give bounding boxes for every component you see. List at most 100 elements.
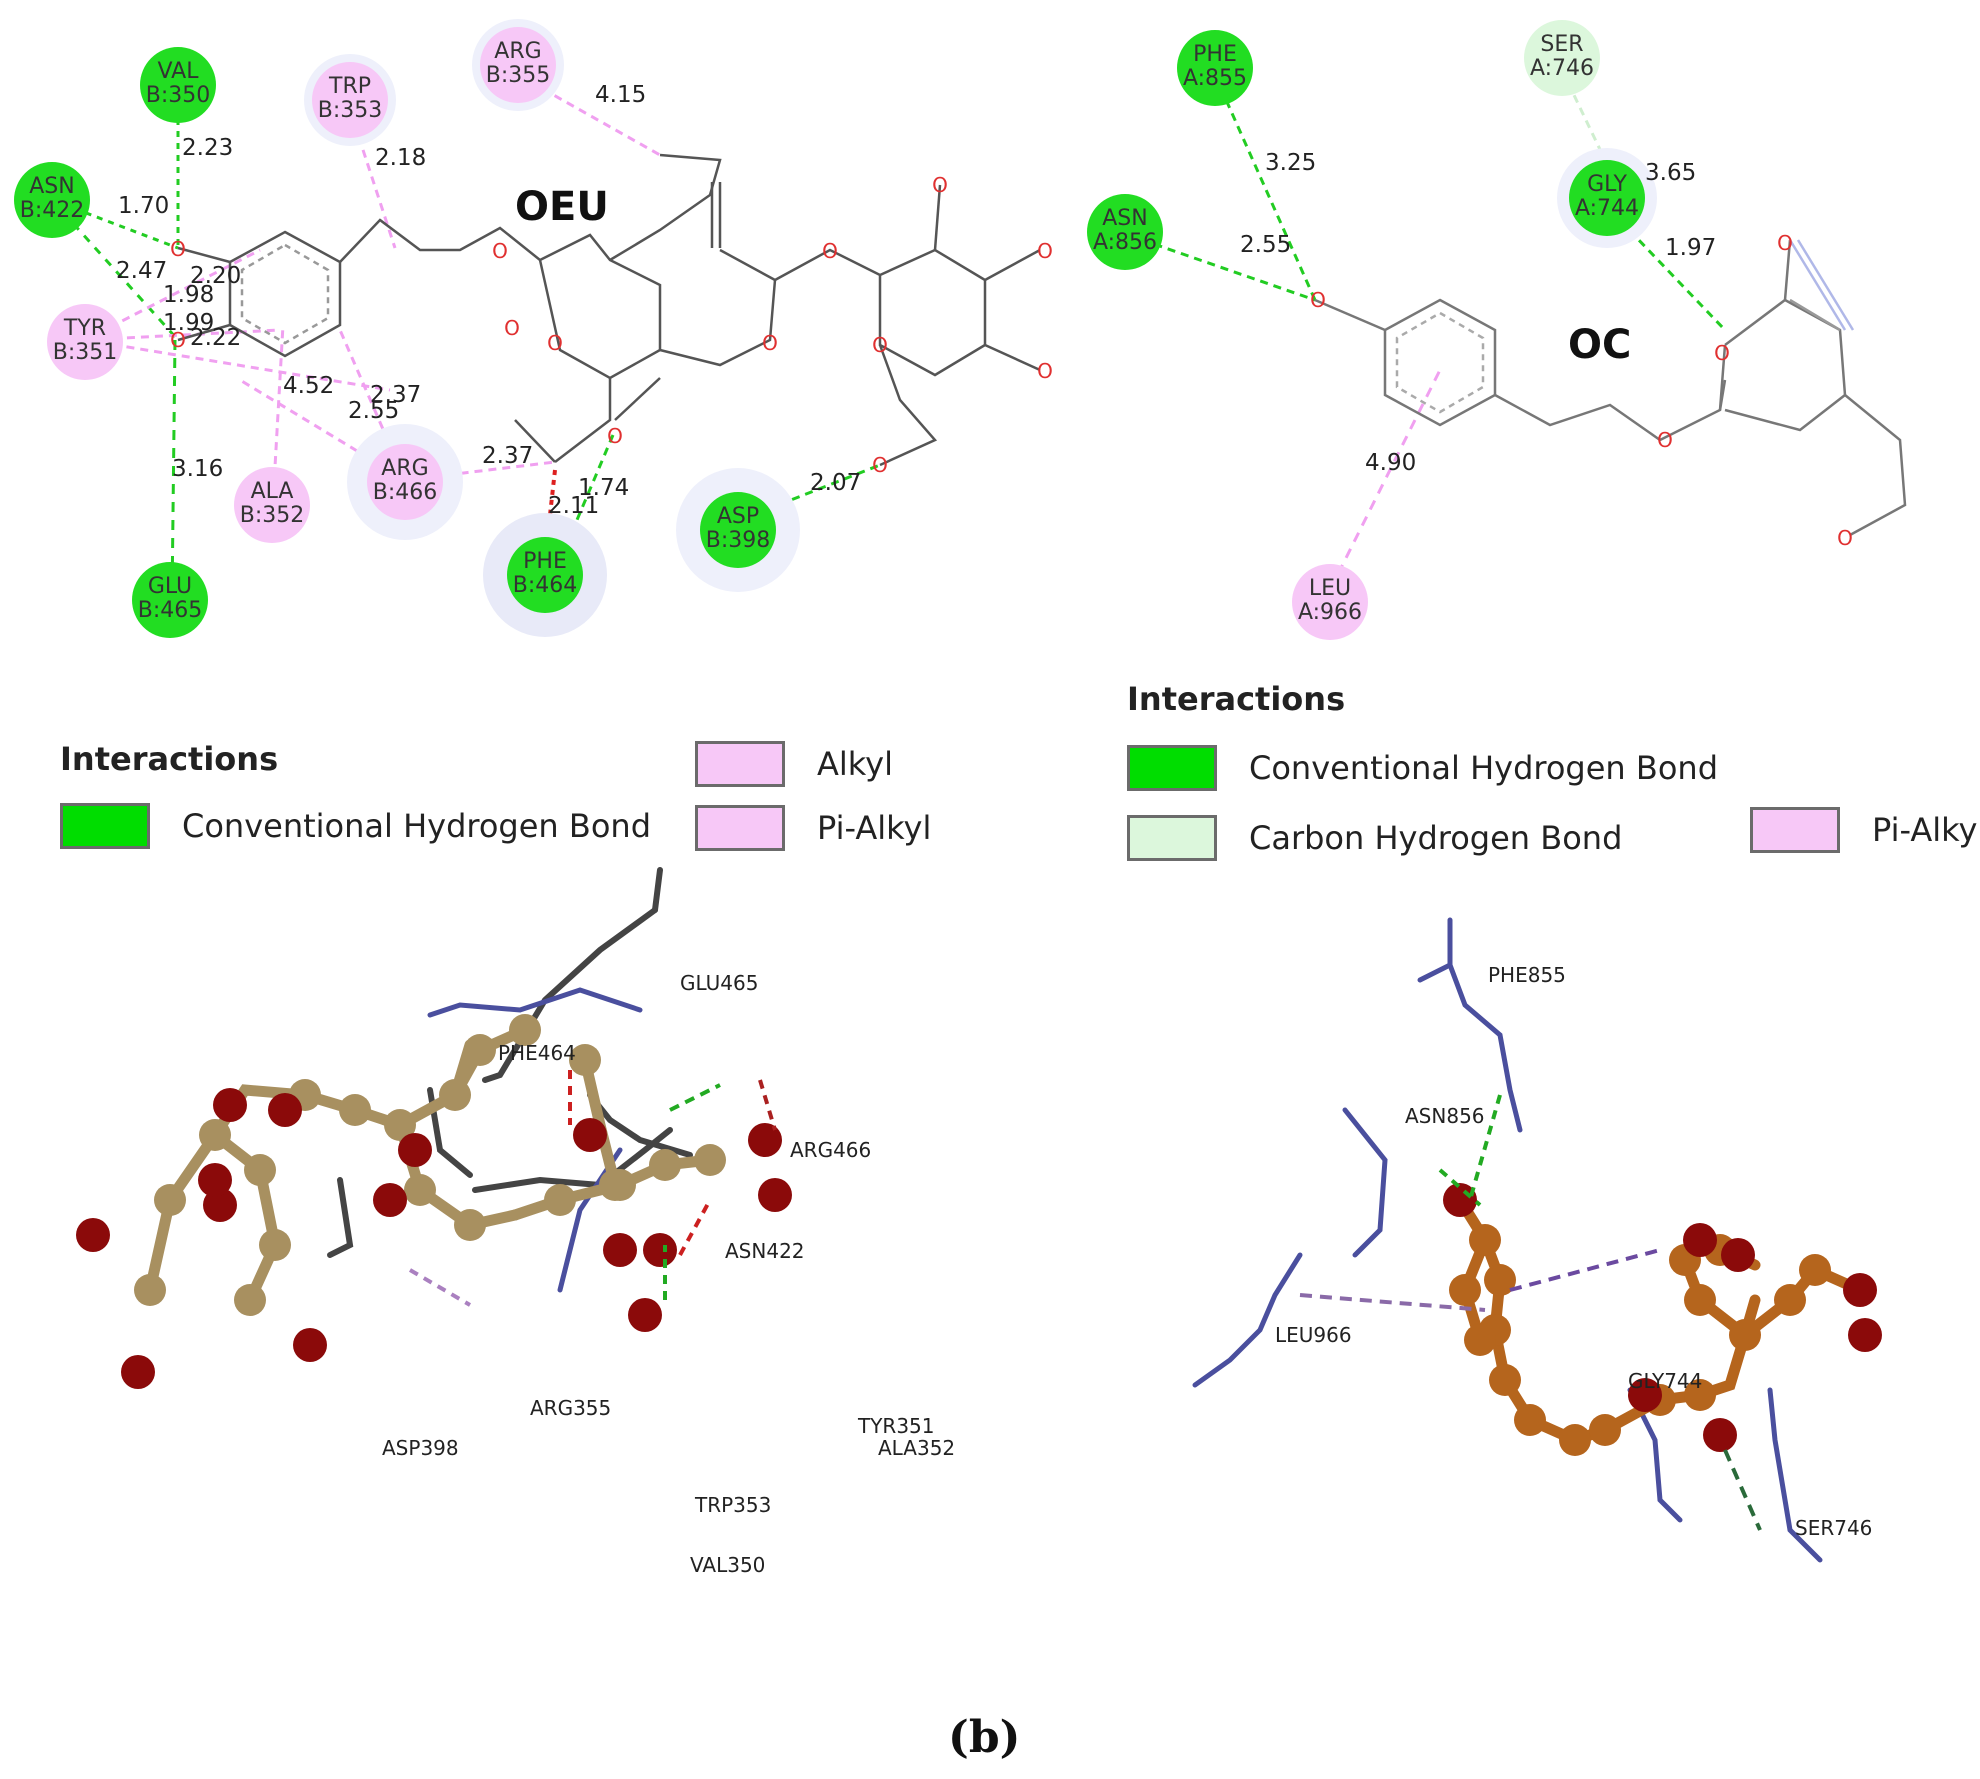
legend-left-item-pi-alkyl: Pi-Alkyl <box>695 805 931 851</box>
oc-interaction-lines <box>1127 69 1727 591</box>
alkyl-trp353 <box>348 109 397 249</box>
oc-3d-labels: PHE855 ASN856 LEU966 GLY744 SER746 <box>1275 963 1872 1540</box>
oeu-2d-diagram: O O O O O O O O O O O O O OEU VAL B:350 <box>14 19 1053 638</box>
residue-name: ARG <box>494 39 541 64</box>
oc-3d-view: PHE855 ASN856 LEU966 GLY744 SER746 <box>1192 917 1882 1563</box>
legend-label: Pi-Alkyl <box>1872 811 1980 849</box>
distance-label: 4.90 <box>1365 450 1416 476</box>
distance-label: 2.20 <box>190 263 241 289</box>
oeu-distance-labels: 2.23 2.18 4.15 1.70 2.47 2.20 1.98 1.99 … <box>116 82 861 519</box>
oxygen-atom: O <box>822 239 838 263</box>
legend-swatch <box>60 803 150 849</box>
residue-3d-label: ALA352 <box>878 1436 955 1460</box>
distance-label: 1.99 <box>163 310 214 336</box>
oxygen-atom: O <box>1037 359 1053 383</box>
residue-asp398: ASP B:398 <box>676 468 800 592</box>
residue-chain: A:855 <box>1183 66 1247 91</box>
ligand-name-oc: OC <box>1568 322 1631 368</box>
residue-name: GLY <box>1587 172 1627 197</box>
oxygen-atom: O <box>170 328 186 352</box>
legend-left-item-conventional: Conventional Hydrogen Bond <box>60 803 651 849</box>
distance-label: 2.55 <box>1240 232 1291 258</box>
residue-chain: A:744 <box>1575 196 1639 221</box>
distance-label: 1.74 <box>578 475 629 501</box>
residue-chain: B:422 <box>20 198 85 223</box>
legend-right-item-pi-alkyl: Pi-Alkyl <box>1750 807 1980 853</box>
residue-3d-label: ASN422 <box>725 1239 805 1263</box>
pialkyl-leu966 <box>1328 369 1442 591</box>
oxygen-atom: O <box>1037 239 1053 263</box>
oxygen-atom: O <box>1777 231 1793 255</box>
oeu-3d-view: GLU465 PHE464 ARG466 ASN422 ARG355 ASP39… <box>76 867 955 1577</box>
oeu-3d-contacts <box>408 1070 777 1307</box>
distance-label: 3.25 <box>1265 150 1316 176</box>
legend-right-item-carbon: Carbon Hydrogen Bond <box>1127 815 1622 861</box>
residue-3d-label: LEU966 <box>1275 1323 1352 1347</box>
residue-ala352: ALA B:352 <box>234 467 310 543</box>
distance-label: 2.55 <box>348 398 399 424</box>
legend-swatch <box>695 805 785 851</box>
oc-2d-diagram: O O O O O OC PHE A:855 SER A:746 ASN A:8… <box>1087 20 1907 640</box>
oeu-ligand-skeleton <box>177 153 1041 467</box>
residue-chain: A:746 <box>1530 56 1594 81</box>
residue-3d-label: GLU465 <box>680 971 758 995</box>
legend-label: Conventional Hydrogen Bond <box>1249 749 1718 787</box>
legend-right-title: Interactions <box>1127 680 1346 718</box>
residue-ser746: SER A:746 <box>1524 20 1600 96</box>
residue-asn422: ASN B:422 <box>14 162 90 238</box>
alkyl-tyr351-c <box>84 338 391 392</box>
oc-ligand-skeleton <box>1314 239 1907 537</box>
distance-label: 2.37 <box>482 443 533 469</box>
residue-name: LEU <box>1309 576 1351 601</box>
oxygen-atom: O <box>492 239 508 263</box>
residue-name: GLU <box>148 574 192 599</box>
oxygen-atom: O <box>547 331 563 355</box>
residue-3d-label: PHE464 <box>498 1041 576 1065</box>
alkyl-arg466-c <box>404 460 556 482</box>
legend-label: Alkyl <box>817 745 893 783</box>
distance-label: 2.37 <box>370 382 421 408</box>
residue-phe855: PHE A:855 <box>1177 30 1253 106</box>
oxygen-atom: O <box>932 173 948 197</box>
residue-name: PHE <box>523 549 567 574</box>
residue-3d-label: ASP398 <box>382 1436 459 1460</box>
residue-3d-label: ASN856 <box>1405 1104 1485 1128</box>
residue-chain: B:353 <box>318 98 383 123</box>
residue-3d-label: GLY744 <box>1628 1369 1702 1393</box>
residue-arg355: ARG B:355 <box>472 19 564 111</box>
legend-swatch <box>1750 807 1840 853</box>
distance-label: 4.15 <box>595 82 646 108</box>
residue-asn856: ASN A:856 <box>1087 194 1163 270</box>
residue-name: SER <box>1540 32 1583 57</box>
oeu-3d-atoms <box>76 1014 792 1389</box>
hbond-asp398 <box>739 463 881 522</box>
residue-name: VAL <box>158 59 200 84</box>
distance-label: 3.16 <box>172 456 223 482</box>
distance-label: 4.52 <box>283 373 334 399</box>
oxygen-atom: O <box>607 424 623 448</box>
residue-3d-label: ARG466 <box>790 1138 871 1162</box>
oeu-oxygen-atoms: O O O O O O O O O O O O O <box>170 173 1053 477</box>
residue-chain: A:856 <box>1093 230 1157 255</box>
oeu-3d-labels: GLU465 PHE464 ARG466 ASN422 ARG355 ASP39… <box>382 971 955 1577</box>
oxygen-atom: O <box>1714 341 1730 365</box>
panel-label: (b) <box>948 1712 1021 1763</box>
distance-label: 2.07 <box>810 470 861 496</box>
residue-chain: B:355 <box>486 63 551 88</box>
residue-chain: B:466 <box>373 480 438 505</box>
residue-name: TYR <box>63 316 106 341</box>
residue-chain: B:464 <box>513 573 578 598</box>
oxygen-atom: O <box>762 331 778 355</box>
distance-label: 1.70 <box>118 193 169 219</box>
residue-chain: B:398 <box>706 528 771 553</box>
oxygen-atom: O <box>1310 288 1326 312</box>
oxygen-atom: O <box>170 237 186 261</box>
distance-label: 2.22 <box>190 325 241 351</box>
oc-residue-discs: PHE A:855 SER A:746 ASN A:856 GLY A:744 <box>1087 20 1657 640</box>
oxygen-atom: O <box>504 316 520 340</box>
legend-label: Conventional Hydrogen Bond <box>182 807 651 845</box>
residue-chain: A:966 <box>1298 600 1362 625</box>
legend-swatch <box>1127 815 1217 861</box>
residue-name: ASN <box>29 174 74 199</box>
residue-val350: VAL B:350 <box>140 47 216 123</box>
